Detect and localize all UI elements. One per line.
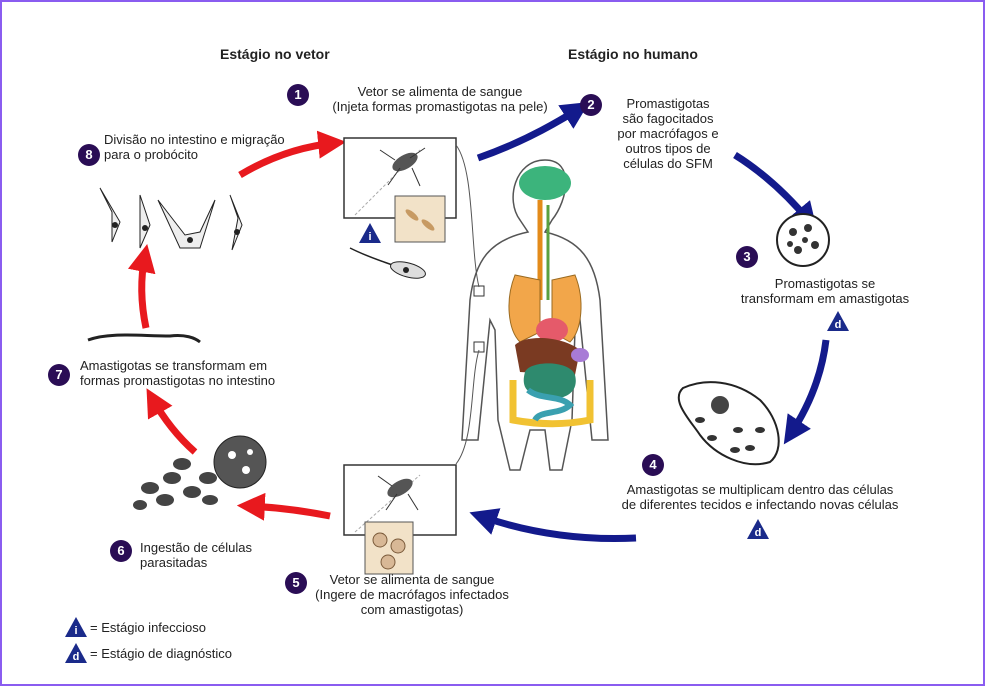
- legend-infective-icon: i: [64, 616, 88, 638]
- step-4-badge: 4: [642, 454, 664, 476]
- step-1-label: Vetor se alimenta de sangue(Injeta forma…: [300, 84, 580, 114]
- header-human-stage: Estágio no humano: [568, 46, 698, 62]
- svg-text:d: d: [73, 651, 80, 663]
- header-vector-stage: Estágio no vetor: [220, 46, 330, 62]
- arrow-4-to-5: [480, 516, 636, 539]
- macrophage-cell: [777, 214, 829, 266]
- step-8-badge: 8: [78, 144, 100, 166]
- step-4-label: Amastigotas se multiplicam dentro das cé…: [585, 482, 935, 512]
- legend-diagnostic-icon: d: [64, 642, 88, 664]
- infected-tissue-cell: [679, 382, 779, 464]
- legend-diagnostic-text: = Estágio de diagnóstico: [90, 646, 232, 661]
- step-5-label: Vetor se alimenta de sangue(Ingere de ma…: [298, 572, 526, 617]
- elongated-parasite: [88, 335, 200, 342]
- arrow-3-to-4: [790, 340, 826, 435]
- svg-text:d: d: [755, 527, 762, 539]
- human-body-illustration: [456, 145, 608, 470]
- step-6-badge: 6: [110, 540, 132, 562]
- legend-infective-text: = Estágio infeccioso: [90, 620, 206, 635]
- infective-marker-icon: i: [358, 222, 382, 244]
- promastigote-near-box: [350, 248, 427, 281]
- parasitized-cells-cluster: [133, 436, 266, 510]
- sandfly-box-bottom: [344, 465, 456, 574]
- diagnostic-marker-icon-step3: d: [826, 310, 850, 332]
- arrow-1-to-2: [478, 108, 580, 158]
- svg-text:i: i: [74, 625, 77, 637]
- arrow-5-to-6: [248, 506, 330, 516]
- arrow-2-to-3: [735, 155, 810, 222]
- arrow-6-to-7: [152, 398, 195, 452]
- promastigotes-in-gut: [100, 188, 242, 250]
- step-7-badge: 7: [48, 364, 70, 386]
- arrow-7-to-8: [142, 255, 146, 328]
- svg-text:i: i: [368, 231, 371, 243]
- step-3-badge: 3: [736, 246, 758, 268]
- svg-text:d: d: [835, 319, 842, 331]
- diagnostic-marker-icon-step4: d: [746, 518, 770, 540]
